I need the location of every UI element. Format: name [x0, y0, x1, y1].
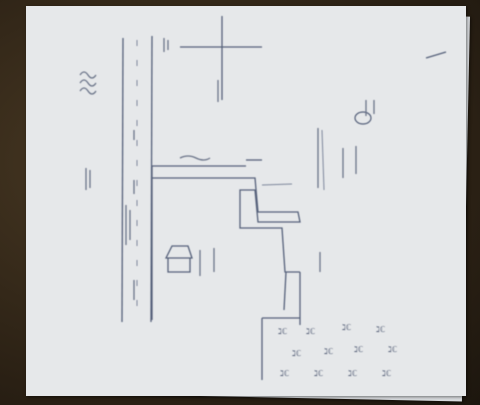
mark: ℷℂ [382, 369, 392, 378]
mark: ℷℂ [388, 345, 398, 354]
mark: ℷℂ [348, 369, 358, 378]
oval-mark [354, 111, 372, 125]
mark: ℷℂ [354, 345, 364, 354]
building-symbol [164, 245, 193, 273]
plot-outline [152, 177, 301, 273]
path-line-2 [283, 271, 287, 311]
paper-sheet [26, 6, 466, 396]
illegible-handwriting [79, 38, 375, 300]
mark: ℷℂ [278, 327, 288, 336]
mark: ℷℂ [306, 327, 316, 336]
road-line-left [121, 37, 124, 323]
mark: ℷℂ [342, 323, 352, 332]
mark: ℷℂ [324, 347, 334, 356]
mark: ℷℂ [280, 369, 290, 378]
corner-mark [425, 51, 447, 59]
mark: ℷℂ [314, 369, 324, 378]
mark: ℷℂ [376, 325, 386, 334]
plot-right-dash [261, 183, 293, 186]
mark: ℷℂ [292, 349, 302, 358]
marks-grid: ℷℂ ℷℂ ℷℂ ℷℂ ℷℂ ℷℂ ℷℂ ℷℂ ℷℂ ℷℂ ℷℂ ℷℂ [278, 323, 398, 378]
right-tick [321, 129, 325, 191]
